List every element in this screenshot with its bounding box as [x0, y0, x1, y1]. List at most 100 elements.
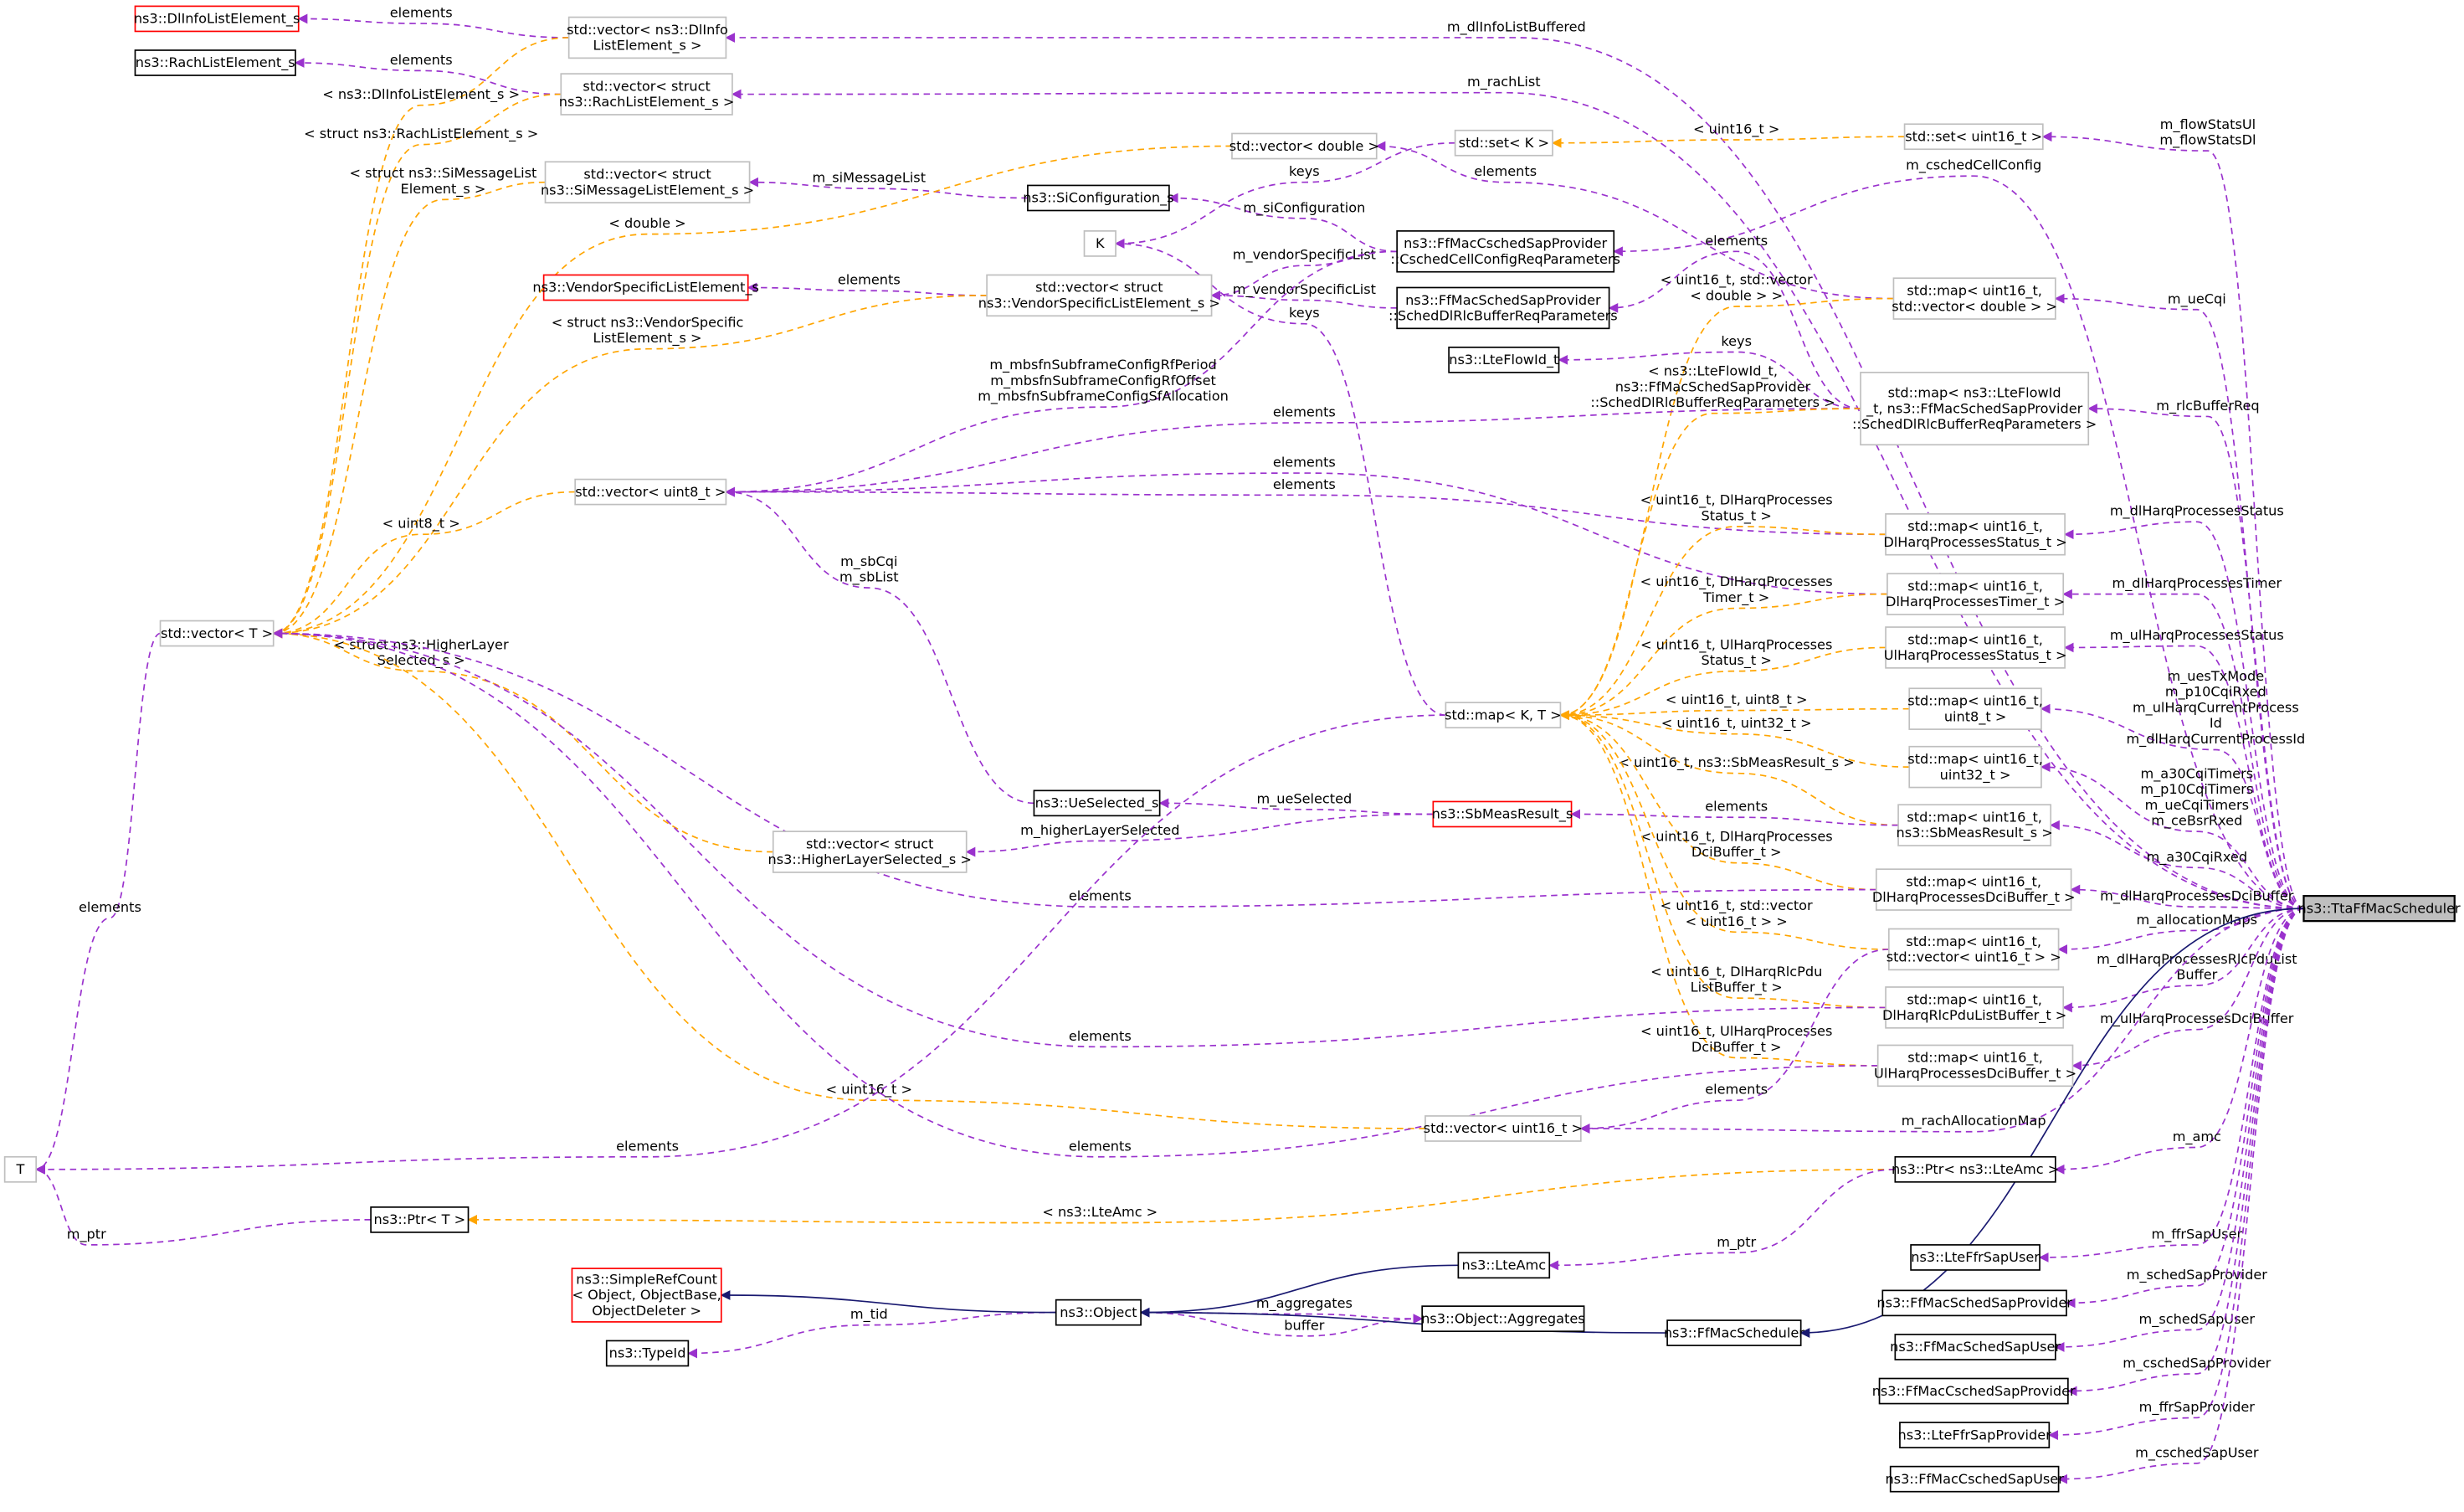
class-node[interactable]: ns3::FfMacCschedSapProvider::CschedCellC… — [1390, 230, 1620, 273]
edge-label: m_tid — [850, 1306, 888, 1323]
class-node[interactable]: std::map< uint16_t,UlHarqProcessesDciBuf… — [1874, 1044, 2076, 1088]
edge-label: m_amc — [2173, 1129, 2221, 1145]
class-node[interactable]: ns3::SiConfiguration_s — [1023, 184, 1174, 212]
node-label: ns3::Ptr< ns3::LteAmc > — [1892, 1161, 2059, 1177]
node-label: ns3::TypeId — [609, 1345, 686, 1361]
class-node[interactable]: std::vector< structns3::SiMessageListEle… — [541, 161, 754, 203]
edge-line — [1375, 141, 1894, 300]
member-edge: m_ffrSapUser — [2038, 908, 2304, 1263]
node-label: std::vector< struct — [583, 78, 710, 94]
class-node[interactable]: T — [3, 1155, 38, 1183]
class-node[interactable]: std::vector< structns3::HigherLayerSelec… — [768, 831, 972, 873]
class-node[interactable]: ns3::Ptr< T > — [370, 1206, 470, 1233]
class-node[interactable]: ns3::LteFfrSapUser — [1910, 1244, 2041, 1271]
node-box — [542, 274, 749, 301]
inherit-edge — [1139, 1264, 1459, 1318]
edge-line — [2062, 908, 2304, 1013]
class-node[interactable]: std::map< uint16_t,DlHarqProcessesStatus… — [1883, 513, 2067, 556]
node-label: std::vector< uint16_t > — [1424, 1120, 1583, 1137]
class-node[interactable]: std::map< uint16_t,std::vector< double >… — [1892, 277, 2057, 320]
class-node[interactable]: ns3::Ptr< ns3::LteAmc > — [1892, 1155, 2059, 1183]
class-node[interactable]: ns3::DlInfoListElement_s — [134, 5, 300, 33]
class-node[interactable]: ns3::UeSelected_s — [1033, 789, 1161, 817]
class-node[interactable]: ns3::FfMacSchedSapUser — [1890, 1334, 2061, 1360]
class-node[interactable]: K — [1083, 230, 1116, 257]
edge-label: m_cschedCellConfig — [1906, 157, 2041, 174]
class-node[interactable]: std::map< K, T > — [1445, 702, 1562, 729]
edge-label: m_siMessageList — [813, 170, 927, 187]
class-node[interactable]: std::vector< structns3::VendorSpecificLi… — [978, 274, 1220, 317]
edge-line — [1570, 809, 1899, 826]
class-node[interactable]: std::map< uint16_t,DlHarqRlcPduListBuffe… — [1882, 986, 2066, 1029]
class-node[interactable]: std::vector< double > — [1229, 132, 1379, 160]
class-node[interactable]: std::vector< T > — [159, 620, 275, 647]
node-box — [544, 161, 751, 203]
node-label: ns3::FfMacScheduler — [1664, 1324, 1804, 1340]
edge-line — [1559, 710, 1887, 1009]
class-node[interactable]: std::map< ns3::LteFlowId_t, ns3::FfMacSc… — [1852, 372, 2097, 446]
class-node[interactable]: ns3::VendorSpecificListElement_s — [532, 274, 759, 301]
class-node[interactable]: std::set< K > — [1454, 129, 1553, 157]
edge-label: buffer — [1284, 1317, 1324, 1333]
node-box — [1432, 800, 1573, 828]
class-node[interactable]: std::set< uint16_t > — [1903, 123, 2044, 151]
class-node[interactable]: ns3::FfMacSchedSapProvider — [1876, 1289, 2072, 1317]
node-label: UlHarqProcessesDciBuffer_t > — [1874, 1066, 2076, 1083]
template-edge: < uint16_t, DlHarqRlcPduListBuffer_t > — [1559, 710, 1887, 1009]
class-node[interactable]: ns3::SimpleRefCount< Object, ObjectBase,… — [571, 1268, 722, 1323]
class-node[interactable]: std::map< uint16_t,DlHarqProcessesTimer_… — [1886, 573, 2065, 615]
node-label: std::map< uint16_t, — [1907, 1050, 2043, 1067]
edge-line — [1579, 949, 1889, 1134]
edge-label: < uint16_t, std::vector — [1661, 897, 1813, 914]
node-label: std::vector< struct — [1035, 280, 1163, 296]
edge-label: Buffer — [2176, 967, 2217, 983]
node-box — [1448, 346, 1560, 373]
class-node[interactable]: std::vector< structns3::RachListElement_… — [559, 73, 735, 116]
node-box — [986, 274, 1213, 317]
class-node[interactable]: std::vector< uint8_t > — [574, 478, 727, 506]
class-node[interactable]: std::vector< uint16_t > — [1424, 1115, 1583, 1142]
class-node[interactable]: ns3::FfMacCschedSapProvider — [1872, 1377, 2076, 1405]
node-label: std::map< K, T > — [1445, 707, 1562, 723]
class-node-main[interactable]: ns3::TtaFfMacScheduler — [2298, 894, 2461, 923]
class-node[interactable]: std::map< uint16_t,std::vector< uint16_t… — [1887, 928, 2061, 971]
class-node[interactable]: ns3::LteFlowId_t — [1448, 346, 1560, 373]
class-node[interactable]: std::map< uint16_t,uint8_t > — [1907, 687, 2043, 730]
node-label: std::map< uint16_t, — [1907, 751, 2043, 768]
edge-label: < ns3::LteAmc > — [1042, 1204, 1158, 1220]
node-box — [134, 5, 300, 33]
node-label: std::map< ns3::LteFlowId — [1888, 385, 2061, 401]
class-node[interactable]: ns3::LteFfrSapProvider — [1897, 1422, 2051, 1448]
class-node[interactable]: std::map< uint16_t,DlHarqProcessesDciBuf… — [1872, 868, 2076, 911]
class-node[interactable]: ns3::FfMacSchedSapProvider::SchedDlRlcBu… — [1389, 286, 1618, 330]
class-node[interactable]: std::map< uint16_t,ns3::SbMeasResult_s > — [1897, 804, 2053, 846]
member-edge: m_amc — [2054, 908, 2304, 1175]
edge-label: < uint16_t, UlHarqProcesses — [1640, 636, 1832, 653]
edge-label: m_ulHarqCurrentProcess — [2133, 699, 2299, 716]
class-node[interactable]: ns3::SbMeasResult_s — [1432, 800, 1573, 828]
member-edge: elements — [35, 632, 161, 1175]
edge-line — [272, 181, 546, 639]
class-node[interactable]: std::map< uint16_t,UlHarqProcessesStatus… — [1884, 626, 2067, 669]
edge-label: m_ueSelected — [1256, 790, 1352, 807]
template-edge: < uint16_t, uint8_t > — [1559, 692, 1910, 721]
class-node[interactable]: ns3::Object — [1055, 1299, 1142, 1326]
template-edge: < uint16_t, std::vector< double > > — [1559, 272, 1894, 721]
class-node[interactable]: ns3::Object::Aggregates — [1421, 1305, 1585, 1333]
edge-label: < struct ns3::HigherLayer — [334, 636, 509, 652]
edge-line — [294, 58, 562, 95]
class-node[interactable]: ns3::LteAmc — [1457, 1252, 1551, 1279]
class-node[interactable]: ns3::FfMacScheduler — [1664, 1319, 1804, 1346]
class-node[interactable]: ns3::FfMacCschedSapUser — [1885, 1465, 2064, 1493]
edge-label: m_ueCqi — [2168, 291, 2226, 307]
member-edge: m_tid — [687, 1306, 1056, 1359]
template-edge: < ns3::LteAmc > — [467, 1168, 1896, 1225]
class-node[interactable]: std::vector< ns3::DlInfoListElement_s > — [567, 16, 728, 59]
member-edge: m_siConfiguration — [1168, 193, 1398, 253]
class-node[interactable]: ns3::RachListElement_s — [134, 49, 296, 76]
class-node[interactable]: std::map< uint16_t,uint32_t > — [1907, 745, 2043, 789]
edge-line — [1559, 710, 1899, 826]
class-node[interactable]: ns3::TypeId — [605, 1340, 690, 1367]
node-label: ns3::Object — [1060, 1304, 1137, 1320]
node-box — [3, 1155, 38, 1183]
